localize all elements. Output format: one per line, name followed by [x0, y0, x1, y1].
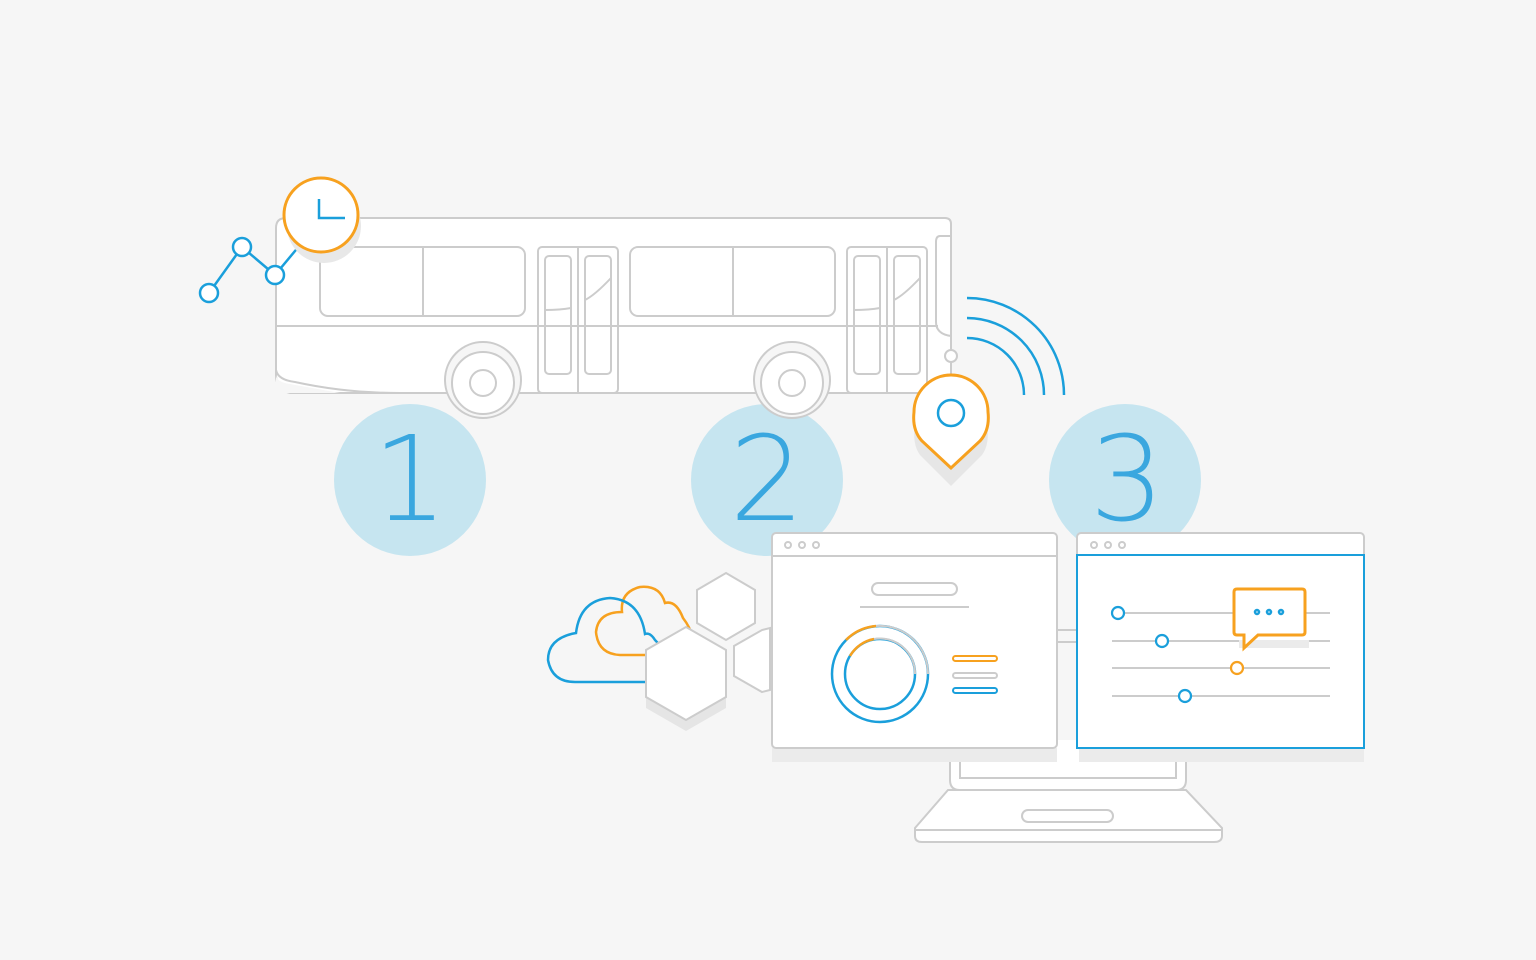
step-1: 1 — [334, 404, 486, 556]
bus-wheel — [753, 341, 831, 419]
chat-bubble-icon — [1232, 587, 1309, 652]
hexagon-icon — [645, 571, 771, 731]
step-number: 2 — [729, 410, 804, 548]
cloud-icon — [546, 585, 694, 684]
settings-window — [1076, 532, 1365, 762]
step-circle — [334, 404, 486, 556]
bus-wheel — [444, 341, 522, 419]
line-graph-icon — [198, 236, 301, 304]
window-controls — [784, 541, 820, 549]
clock-icon — [282, 176, 361, 263]
donut-chart-icon — [830, 624, 930, 724]
step-number: 3 — [1089, 410, 1164, 548]
step-circle — [1049, 404, 1201, 556]
step-circle — [691, 404, 843, 556]
wifi-signal-icon — [966, 296, 1066, 396]
location-pin-icon — [912, 373, 990, 486]
step-3: 3 — [1049, 404, 1201, 556]
window-controls — [1090, 541, 1126, 549]
step-2: 2 — [691, 404, 843, 556]
bus-icon — [275, 217, 958, 419]
dashboard-window — [771, 532, 1058, 762]
step-number: 1 — [372, 410, 447, 548]
